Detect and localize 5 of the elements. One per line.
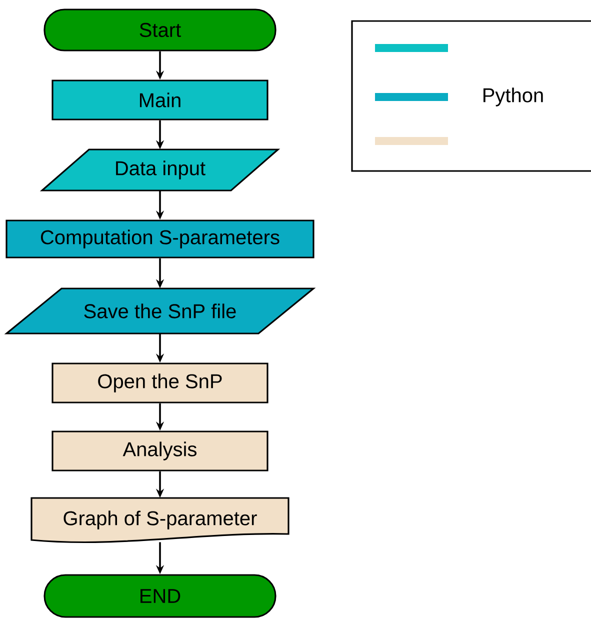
legend-label: Python xyxy=(484,88,543,106)
process-box: Computation S-parameters xyxy=(6,220,314,258)
process-box: Main xyxy=(52,80,268,120)
process-box: Open the SnP xyxy=(52,362,268,404)
process-box: Analysis xyxy=(52,430,268,472)
